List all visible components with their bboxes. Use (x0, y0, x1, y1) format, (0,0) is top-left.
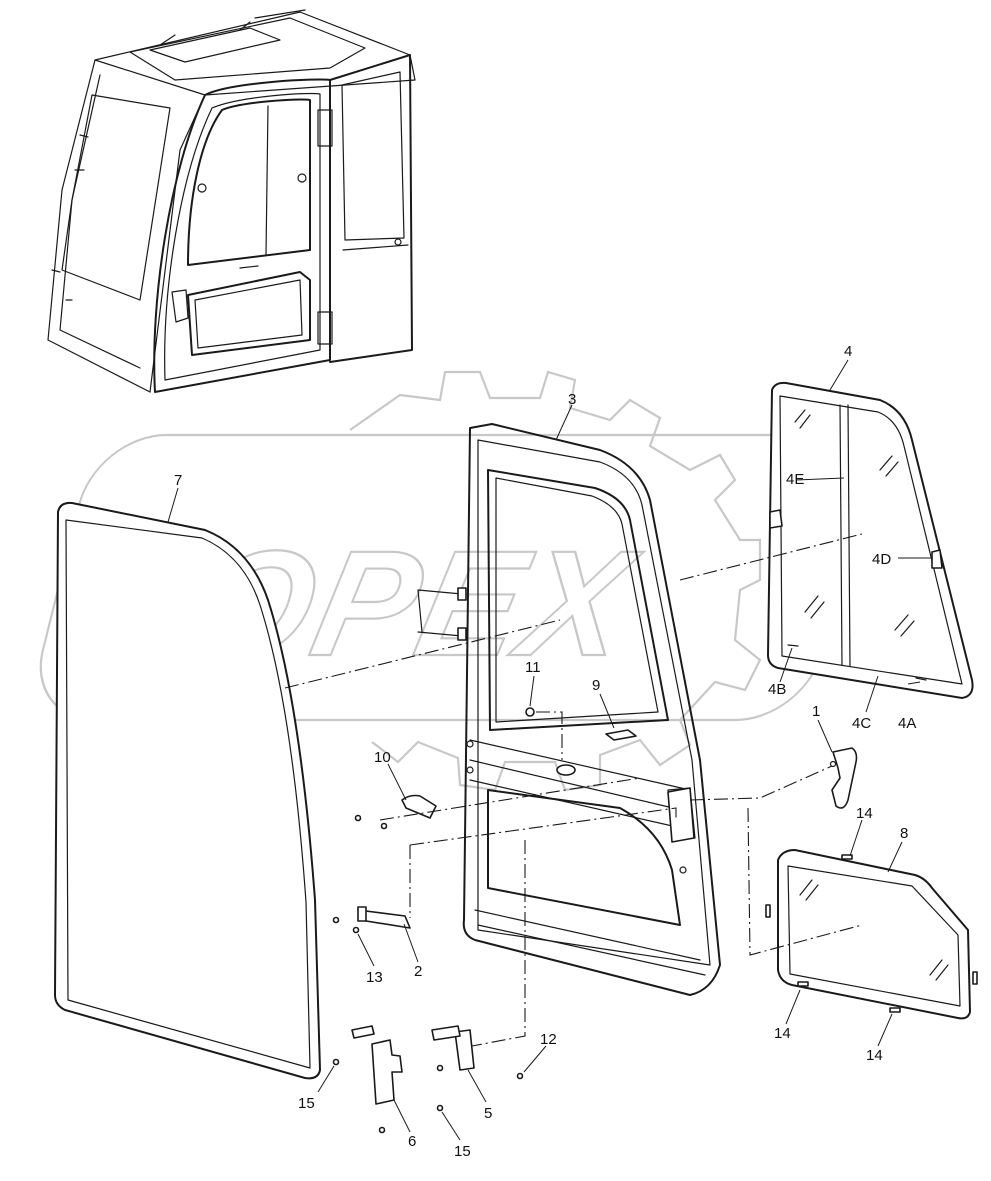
callout-2: 2 (414, 963, 422, 980)
callout-15-left: 15 (298, 1095, 315, 1112)
callout-4a: 4A (898, 715, 916, 732)
callout-8: 8 (900, 825, 908, 842)
callout-14-top: 14 (856, 805, 873, 822)
glass-7-outer (53, 501, 322, 1080)
callouts: 7 3 4 4E 4D 4B 4C 4A 1 11 9 10 14 8 2 13… (174, 343, 916, 1160)
glass-7 (53, 501, 322, 1080)
latch-9 (605, 729, 637, 741)
callout-5: 5 (484, 1105, 492, 1122)
leader-lines (167, 359, 932, 1141)
callout-1: 1 (812, 703, 820, 720)
plate-10 (401, 794, 437, 819)
watermark-gear-outline (349, 370, 762, 792)
callout-4e: 4E (786, 471, 804, 488)
door-frame-3-upper-opening (487, 469, 669, 731)
callout-4: 4 (844, 343, 852, 360)
callout-9: 9 (592, 677, 600, 694)
sliding-window-4-frame (766, 381, 974, 700)
glass-8-frame (777, 848, 972, 1020)
door-frame-3 (462, 423, 721, 996)
callout-12: 12 (540, 1031, 557, 1048)
sliding-window-4-divider (839, 404, 851, 667)
callout-6: 6 (408, 1133, 416, 1150)
cover-6 (371, 1039, 403, 1105)
callout-15-right: 15 (454, 1143, 471, 1160)
glass-8 (765, 848, 978, 1020)
callout-7: 7 (174, 472, 182, 489)
lock-5 (454, 1029, 475, 1071)
handle-1 (831, 747, 858, 809)
phantom-lines (284, 533, 863, 1047)
callout-4b: 4B (768, 681, 786, 698)
door-frame-3-lower-opening (487, 789, 681, 926)
cab-assembly-overview (47, 9, 416, 393)
callout-4d: 4D (872, 551, 891, 568)
callout-14-right: 14 (866, 1047, 883, 1064)
glass-7-inner (65, 519, 311, 1069)
callout-13: 13 (366, 969, 383, 986)
nut-11 (525, 707, 535, 717)
sliding-window-4 (766, 381, 974, 700)
callout-11: 11 (525, 659, 541, 676)
callout-14-left: 14 (774, 1025, 791, 1042)
door-frame-3-outline (462, 423, 721, 996)
callout-3: 3 (568, 391, 576, 408)
callout-10: 10 (374, 749, 391, 766)
callout-4c: 4C (852, 715, 871, 732)
